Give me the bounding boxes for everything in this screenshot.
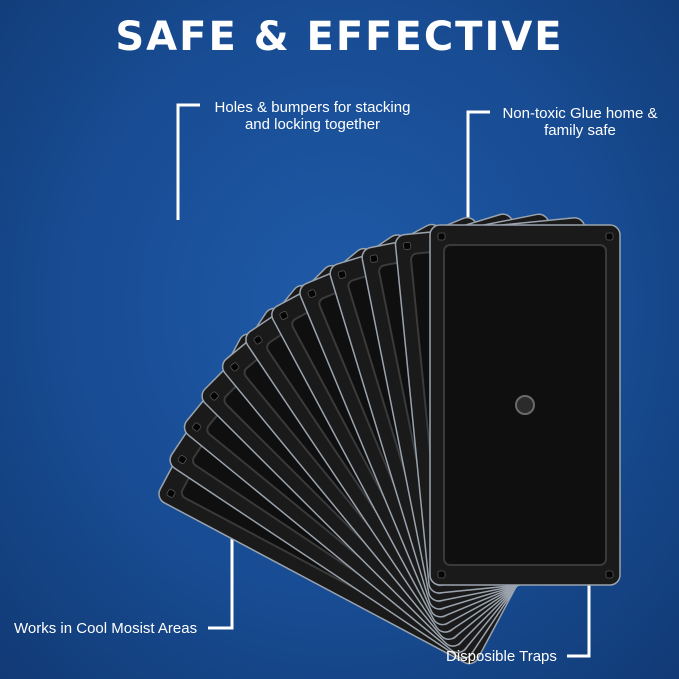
callout-holes-bumpers: Holes & bumpers for stacking and locking…: [205, 99, 420, 133]
stacking-hole: [279, 311, 289, 320]
callout-disposable-traps: Disposible Traps: [446, 648, 557, 665]
callout-non-toxic-glue: Non-toxic Glue home & family safe: [495, 105, 665, 139]
callout-holes-line2: and locking together: [244, 116, 381, 133]
stacking-hole: [605, 570, 614, 579]
stacking-hole: [230, 362, 240, 372]
callout-glue-line1: Non-toxic Glue home &: [502, 105, 658, 122]
headline: SAFE & EFFECTIVE: [115, 14, 564, 60]
stacking-hole: [192, 422, 202, 432]
glue-tray: [429, 224, 621, 586]
stacking-hole: [166, 488, 176, 498]
stacking-hole: [253, 335, 263, 345]
callout-cool-moist-areas: Works in Cool Mosist Areas: [14, 620, 198, 637]
stacking-hole: [177, 455, 187, 465]
stacking-hole: [369, 254, 379, 263]
leader-holes: [176, 103, 200, 220]
stacking-hole: [437, 232, 446, 241]
stacking-hole: [209, 391, 219, 401]
leader-glue: [466, 110, 490, 222]
callout-holes-line1: Holes & bumpers for stacking: [214, 99, 411, 116]
stacking-hole: [337, 270, 347, 279]
locking-bumper: [515, 395, 535, 415]
stacking-hole: [605, 232, 614, 241]
stacking-hole: [437, 570, 446, 579]
stacking-hole: [403, 241, 412, 250]
callout-glue-line2: family safe: [544, 122, 616, 139]
stacking-hole: [307, 289, 317, 298]
